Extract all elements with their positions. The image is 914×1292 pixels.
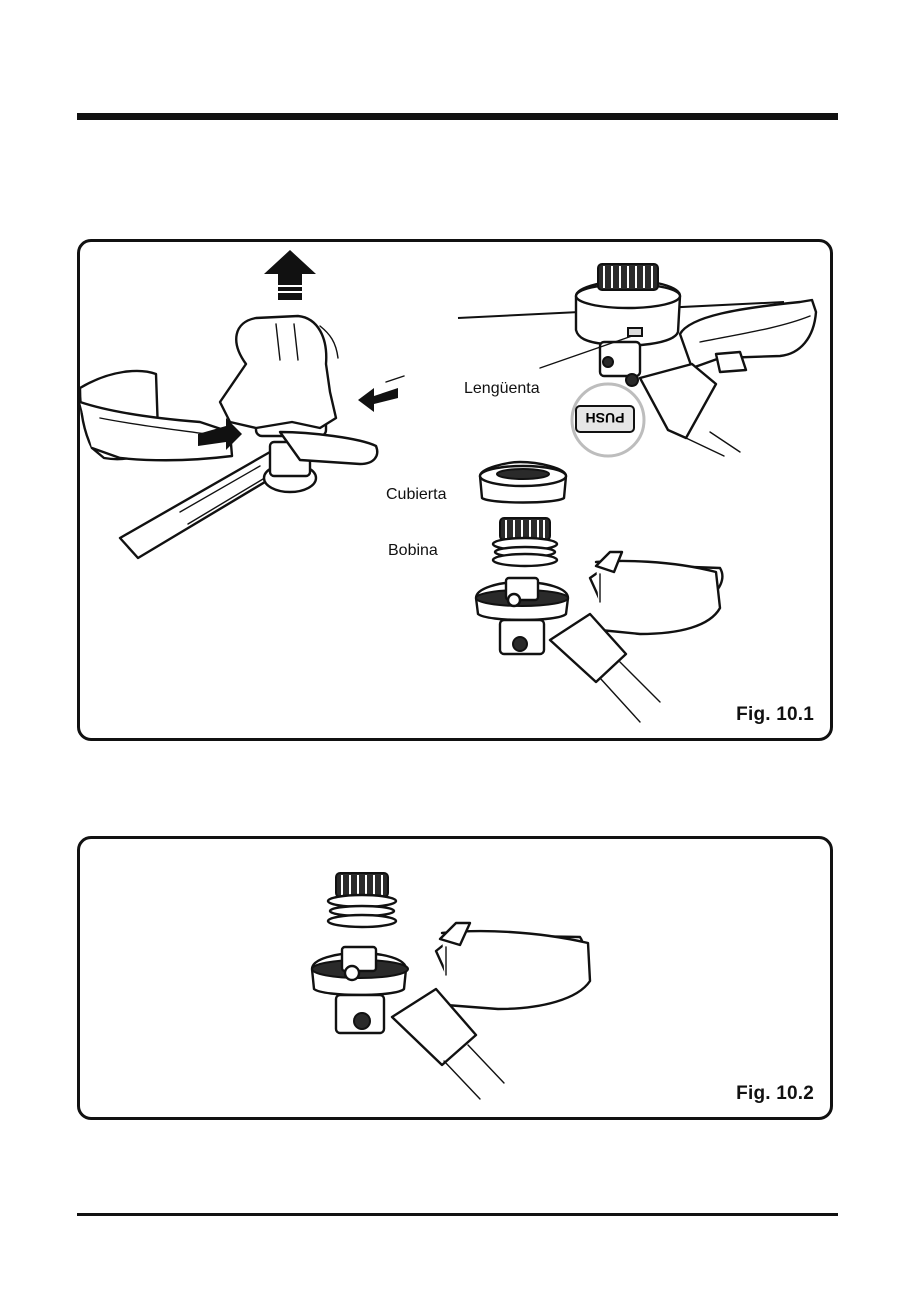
trimmer-head-right <box>576 264 680 376</box>
footer-rule <box>77 1213 838 1216</box>
tab-label: Lengüenta <box>464 380 540 398</box>
figure-10-2-panel: Fig. 10.2 <box>77 836 833 1120</box>
up-arrow-icon <box>264 250 316 300</box>
spool-label: Bobina <box>388 542 438 560</box>
cover-part <box>480 462 566 503</box>
trimmer-shaft-left <box>120 452 285 558</box>
press-arrow-right-icon <box>358 376 404 412</box>
spool-part <box>493 518 557 566</box>
hands-illustration <box>220 316 377 464</box>
trimmer-shaft-right <box>640 364 740 456</box>
figure-label: Fig. 10.2 <box>736 1083 814 1105</box>
push-text: PUSH <box>586 410 625 426</box>
figure-10-1-illustration: PUSH <box>80 242 836 744</box>
figure-10-1-panel: PUSH <box>77 239 833 741</box>
guard-assembly-1 <box>550 552 722 722</box>
figure-10-2-illustration <box>80 839 836 1123</box>
guard-assembly-2 <box>392 923 590 1099</box>
figure-label: Fig. 10.1 <box>736 704 814 726</box>
spool-part-2 <box>328 873 396 927</box>
push-callout: PUSH <box>572 384 644 456</box>
header-rule <box>77 113 838 120</box>
cover-label: Cubierta <box>386 486 446 504</box>
guard-left <box>80 371 232 460</box>
